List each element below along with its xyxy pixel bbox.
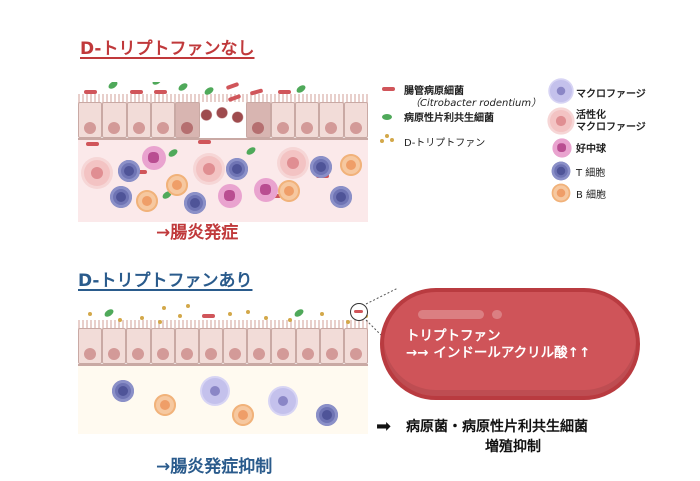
macrophage-icon: [549, 79, 573, 103]
legend-label-macrophage: マクロファージ: [576, 89, 646, 100]
pathobiont-bacteria-icon: [382, 114, 392, 120]
bubble-line-1: トリプトファン: [406, 328, 501, 344]
bottom-panel-result: →腸炎発症抑制: [156, 457, 273, 477]
legend-label-t-cell: T 細胞: [576, 168, 606, 179]
d-tryptophan-dots-icon: [380, 134, 394, 144]
activated-macrophage-icon: [549, 109, 573, 133]
neutrophil-icon: [552, 138, 572, 158]
legend-label-activated: 活性化: [576, 110, 606, 121]
t-cell-icon: [551, 161, 571, 181]
healthy-tissue-illustration: [78, 300, 368, 434]
legend-label-d-tryptophan: D-トリプトファン: [404, 138, 486, 149]
legend-label-pathogen: 腸管病原細菌: [404, 86, 464, 97]
bottom-panel-title: D-トリプトファンあり: [78, 271, 253, 291]
legend: 腸管病原細菌 （Citrobacter rodentium） 病原性片利共生細菌…: [380, 79, 690, 212]
legend-label-citrobacter: （Citrobacter rodentium）: [410, 98, 542, 109]
bacterium-callout-bubble: トリプトファン →→ インドールアクリル酸↑↑: [380, 288, 640, 400]
magnifier-icon: [350, 303, 368, 321]
top-panel-title: D-トリプトファンなし: [80, 39, 255, 59]
inflamed-tissue-illustration: [78, 82, 368, 222]
top-panel-result: →腸炎発症: [156, 223, 239, 243]
outcome-line-2: 増殖抑制: [485, 439, 541, 455]
legend-label-b-cell: B 細胞: [576, 190, 607, 201]
outcome-line-1: 病原菌・病原性片利共生細菌: [406, 419, 588, 435]
bubble-line-2: →→ インドールアクリル酸↑↑: [406, 345, 591, 361]
legend-label-pathobiont: 病原性片利共生細菌: [404, 113, 494, 124]
right-arrow-icon: ➡: [376, 416, 392, 437]
pathogen-bacteria-icon: [382, 87, 395, 91]
legend-label-neutrophil: 好中球: [576, 144, 606, 155]
b-cell-icon: [551, 183, 571, 203]
damaged-cells-icon: [196, 104, 248, 126]
legend-label-activated-macrophage: マクロファージ: [576, 122, 646, 133]
